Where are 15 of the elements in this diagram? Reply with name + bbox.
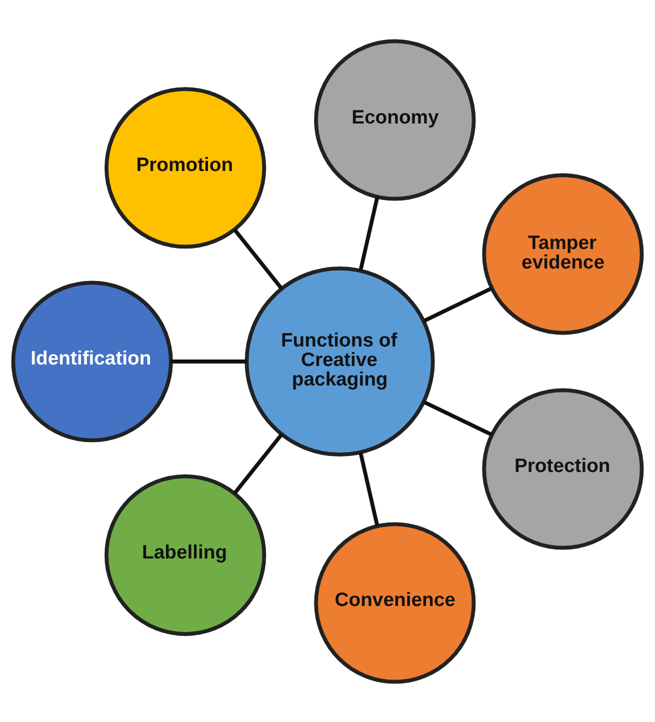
node-circle: Economy xyxy=(314,38,476,200)
connector xyxy=(423,286,492,322)
node-circle: Protection xyxy=(482,388,644,550)
node-circle: Functions of Creative packaging xyxy=(244,266,435,456)
node-circle: Identification xyxy=(11,280,173,442)
node-circle: Tamper evidence xyxy=(482,172,644,334)
connector xyxy=(423,400,492,436)
connector xyxy=(233,433,283,494)
connector xyxy=(358,452,380,526)
node-circle: Convenience xyxy=(314,522,476,684)
node-circle: Promotion xyxy=(104,86,266,248)
connector xyxy=(358,196,380,270)
connector xyxy=(233,228,283,289)
node-circle: Labelling xyxy=(104,474,266,636)
connector xyxy=(171,359,246,363)
